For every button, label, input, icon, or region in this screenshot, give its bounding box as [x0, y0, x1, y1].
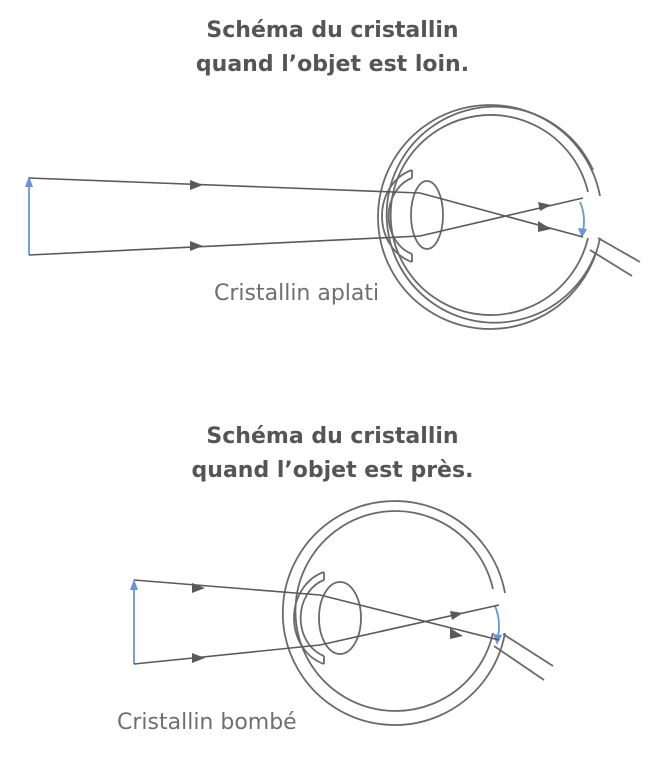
eyeball-far [377, 104, 601, 330]
cornea-far [381, 169, 413, 263]
eye-diagram-far: Cristallin aplati [25, 104, 641, 330]
ray-bottom-near [133, 644, 321, 665]
ray-arrow-4-far [538, 221, 551, 232]
title-near-line1: Schéma du cristallin [206, 424, 459, 449]
object-arrow-near [130, 579, 138, 664]
caption-far: Cristallin aplati [214, 281, 379, 306]
ray-arrow-2-near [192, 653, 205, 663]
image-arrow-far [578, 201, 587, 238]
rays-far [28, 177, 584, 256]
title-near: Schéma du cristallin quand l’objet est p… [0, 420, 665, 488]
cornea-near [293, 571, 325, 665]
lens-near [318, 581, 362, 655]
object-arrow-far [25, 176, 33, 255]
title-near-line2: quand l’objet est près. [191, 458, 474, 483]
ray-arrow-1-near [192, 583, 205, 593]
ray-top-far [28, 177, 421, 194]
ray-arrow-1-far [190, 180, 203, 190]
rays-near [133, 579, 500, 665]
title-far-line1: Schéma du cristallin [206, 18, 459, 43]
optic-nerve-far [589, 237, 641, 277]
eye-diagram-near: Cristallin bombé [117, 500, 554, 735]
eyeball-near [281, 500, 506, 726]
optic-nerve-near [493, 633, 554, 681]
ray-bottom-far [28, 235, 421, 256]
caption-near: Cristallin bombé [117, 710, 297, 735]
ray-arrow-3-far [538, 202, 551, 211]
lens-far [410, 180, 444, 250]
ray-arrow-3-near [450, 611, 463, 620]
ray-arrow-2-far [190, 241, 203, 251]
title-far: Schéma du cristallin quand l’objet est l… [0, 14, 665, 82]
ray-arrow-4-near [450, 628, 463, 639]
title-far-line2: quand l’objet est loin. [195, 52, 470, 77]
ray-top-near [133, 579, 321, 596]
